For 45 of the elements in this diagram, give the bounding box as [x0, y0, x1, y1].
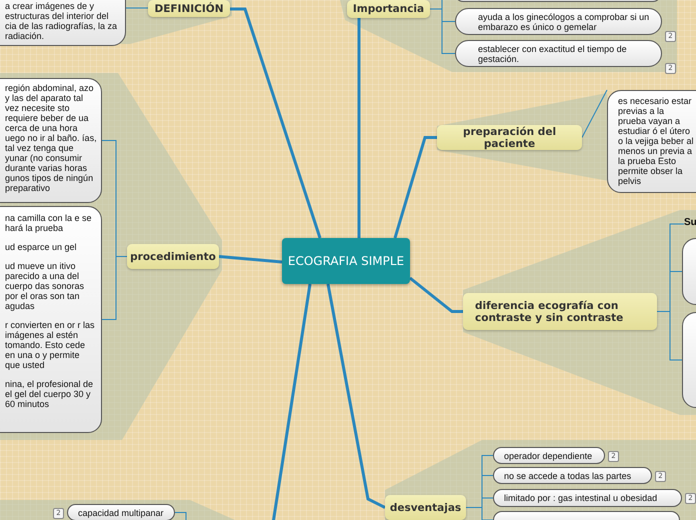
- node-text: ud mueve un itivo parecido a una del cuerpo das sonoras por el oras son tan agudas: [5, 261, 86, 311]
- note-box: [607, 90, 696, 193]
- node-text: diferencia ecografía con contraste y sin contraste: [475, 300, 624, 324]
- topic-box: [148, 0, 230, 17]
- topic-box: [347, 0, 430, 18]
- connector-line: [270, 284, 312, 520]
- connector-line: [102, 256, 128, 320]
- connector-line: [466, 507, 494, 520]
- node-text: es necesario estar previas a la prueba vayan a estudiar ó el útero o la vejiga beber al menos un previa a la prueba Esto permite obser la pelvis: [618, 96, 694, 186]
- note-box: [0, 206, 102, 433]
- node-text: desventajas: [390, 502, 462, 514]
- central-topic-box: [282, 238, 410, 284]
- node-text: operador dependiente: [504, 450, 592, 460]
- topic-box: [127, 244, 219, 269]
- node-text: ECOGRAFIA SIMPLE: [288, 254, 404, 268]
- connector-line: [358, 18, 360, 238]
- node-text: región abdominal, azo y las del aparato tal vez necesite sto requiere beber de ua cerca de una hora uego no ir al baño. ías, tal vez tenga que yunar (no consumir durante varias horas gunos tipos de ningún preparativo: [5, 83, 97, 193]
- connector-line: [326, 284, 386, 509]
- node-text: no se accede a todas las partes: [504, 470, 632, 480]
- node-text: ud esparce un gel: [5, 242, 78, 252]
- node-text: DEFINICIÓN: [154, 2, 224, 14]
- node-text: limitado por : gas intestinal u obesidad: [504, 493, 658, 503]
- note-box: [0, 78, 102, 203]
- node-text: establecer con exactitud el tiempo de gestación.: [478, 44, 628, 64]
- node-text: a crear imágenes de y estructuras del interior del cia de las radiografías, la za radiación.: [5, 1, 118, 41]
- topic-box: [437, 125, 582, 150]
- node-text: Importancia: [352, 3, 424, 15]
- connector-line: [174, 512, 186, 520]
- node-text: preparación del paciente: [462, 126, 558, 150]
- node-text: r convierten en or r las imágenes al estén tomando. Esto cede en una o y permite que usted: [5, 320, 96, 370]
- connector-line: [409, 276, 463, 313]
- connector-line: [394, 136, 437, 238]
- node-text: nina, el profesional de el gel del cuerpo 30 y 60 minutos: [5, 379, 94, 409]
- node-text: capacidad multipanar: [78, 508, 164, 518]
- connector-line: [656, 311, 682, 360]
- node-text: procedimiento: [130, 250, 216, 262]
- connector-line: [430, 8, 456, 54]
- topic-box: [385, 495, 466, 520]
- topic-box: [463, 293, 657, 330]
- node-text: na camilla con la e se hará la prueba: [5, 213, 93, 233]
- node-text: Su: [684, 217, 696, 228]
- node-text: ayuda a los ginecólogos a comprobar si un embarazo es único o gemelar: [478, 12, 650, 32]
- connector-line: [218, 255, 282, 264]
- connector-line: [582, 90, 608, 138]
- connector-line: [230, 8, 322, 238]
